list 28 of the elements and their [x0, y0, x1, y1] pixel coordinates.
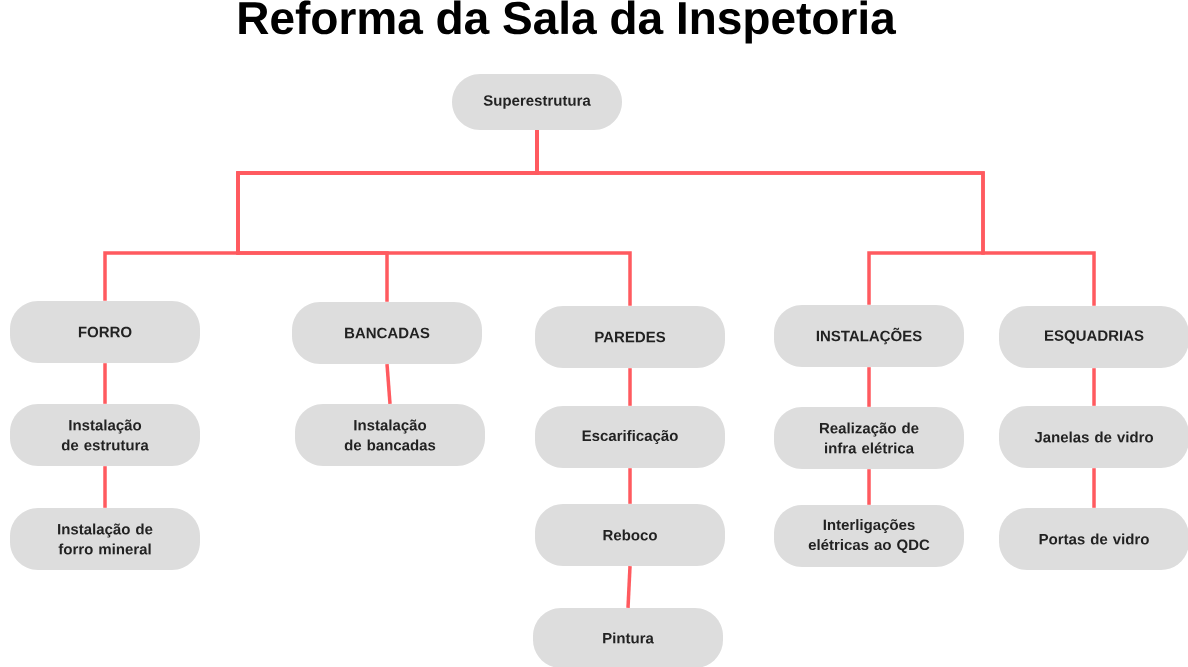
task-box: ESQUADRIAS [999, 306, 1188, 368]
connector [103, 466, 107, 508]
connector [385, 364, 392, 404]
task-box: Portas de vidro [999, 508, 1188, 570]
task-box: PAREDES [535, 306, 725, 368]
connector [1092, 368, 1096, 406]
task-box: Escarificação [535, 406, 725, 468]
task-box: Interligações elétricas ao QDC [774, 505, 964, 567]
task-box: BANCADAS [292, 302, 482, 364]
title: Reforma da Sala da Inspetoria [239, 0, 897, 44]
connector [628, 468, 632, 504]
connector [628, 368, 632, 406]
connector [626, 566, 632, 608]
task-box: Realização de infra elétrica [774, 407, 964, 469]
task-box: INSTALAÇÕES [774, 305, 964, 367]
task-box: FORRO [10, 301, 200, 363]
task-box: Instalação de bancadas [295, 404, 485, 466]
connector [103, 363, 107, 404]
task-box: Janelas de vidro [999, 406, 1188, 468]
connector [535, 130, 1096, 306]
connector [867, 469, 871, 505]
connector [867, 367, 871, 407]
task-box: Instalação de forro mineral [10, 508, 200, 570]
task-box: Reboco [535, 504, 725, 566]
root-box: Superestrutura [452, 74, 622, 130]
task-box: Instalação de estrutura [10, 404, 200, 466]
connector [1092, 468, 1096, 508]
task-box: Pintura [533, 608, 723, 667]
